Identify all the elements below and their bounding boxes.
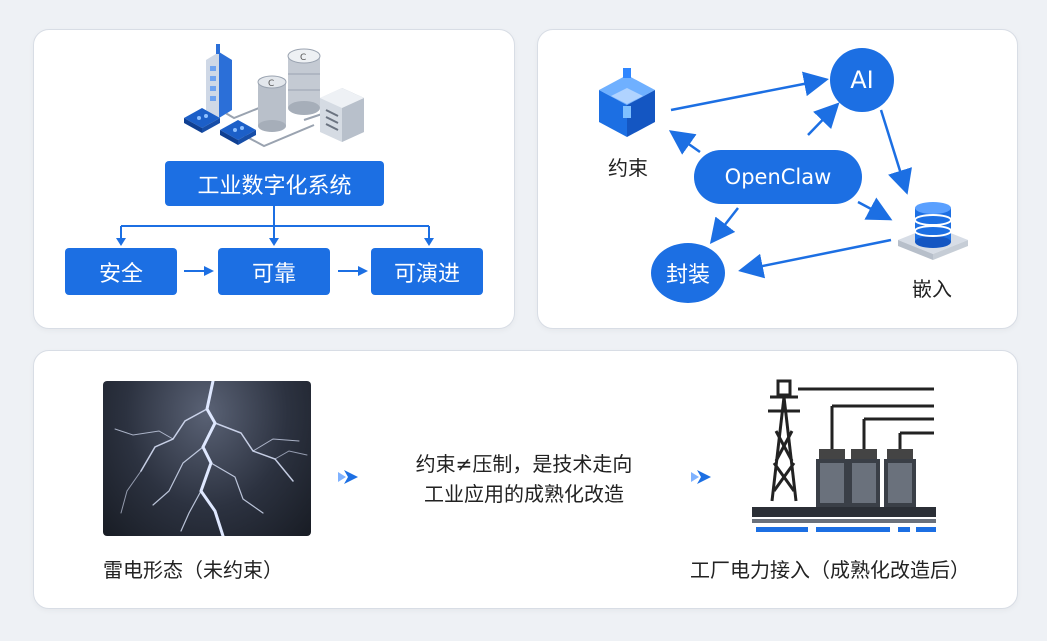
relation-arrows: [668, 71, 912, 279]
ai-node: AI: [830, 48, 894, 112]
constraint-label: 约束: [608, 156, 648, 180]
embed-label: 嵌入: [912, 277, 952, 301]
arrow-right-icon: [338, 470, 358, 484]
building-icon: [206, 44, 232, 118]
server-icon: [320, 88, 364, 142]
transform-arrows: [338, 470, 711, 484]
attribute-evolvability-label: 可演进: [393, 261, 460, 287]
attribute-reliability: 可靠: [218, 248, 330, 295]
openclaw-panel: OpenClaw AI 封装 约束 嵌入: [537, 29, 1018, 329]
lightning-bolt-icon: [114, 381, 308, 536]
openclaw-diagram: [599, 68, 968, 279]
attribute-reliability-label: 可靠: [251, 261, 296, 287]
power-tower-icon: [752, 379, 936, 532]
attribute-safety: 安全: [65, 248, 177, 295]
encapsulate-node-label: 封装: [665, 263, 710, 288]
message-line-1: 约束≠压制，是技术走向: [415, 452, 633, 476]
attribute-safety-label: 安全: [98, 261, 143, 287]
arrow-right-icon: [691, 470, 711, 484]
factory-caption: 工厂电力接入（成熟化改造后）: [690, 558, 970, 582]
transformation-panel: 雷电形态（未约束） 约束≠压制，是技术走向 工业应用的成熟化改造: [33, 350, 1018, 609]
lightning-image: [103, 381, 311, 536]
cube-icon: [599, 68, 655, 137]
branch-connectors: [120, 206, 430, 240]
openclaw-node-label: OpenClaw: [724, 165, 832, 189]
system-panel: C C: [33, 29, 515, 329]
lightning-caption: 雷电形态（未约束）: [103, 558, 283, 582]
database-icon: [898, 202, 968, 260]
openclaw-node: OpenClaw: [694, 150, 862, 204]
flow-arrows: [184, 266, 368, 276]
system-label-box: 工业数字化系统: [165, 161, 384, 206]
chip-icon: [184, 108, 256, 145]
ai-node-label: AI: [850, 66, 874, 94]
message-line-2: 工业应用的成熟化改造: [424, 482, 624, 506]
svg-text:C: C: [300, 53, 306, 63]
transformer-icon: [816, 449, 916, 507]
message-text: 约束≠压制，是技术走向 工业应用的成熟化改造: [389, 449, 659, 509]
svg-text:C: C: [268, 79, 274, 89]
attribute-evolvability: 可演进: [371, 248, 483, 295]
system-label: 工业数字化系统: [197, 173, 352, 199]
encapsulate-node: 封装: [651, 243, 725, 303]
system-illustration: C C: [116, 44, 434, 276]
database-icon: C C: [257, 48, 321, 132]
